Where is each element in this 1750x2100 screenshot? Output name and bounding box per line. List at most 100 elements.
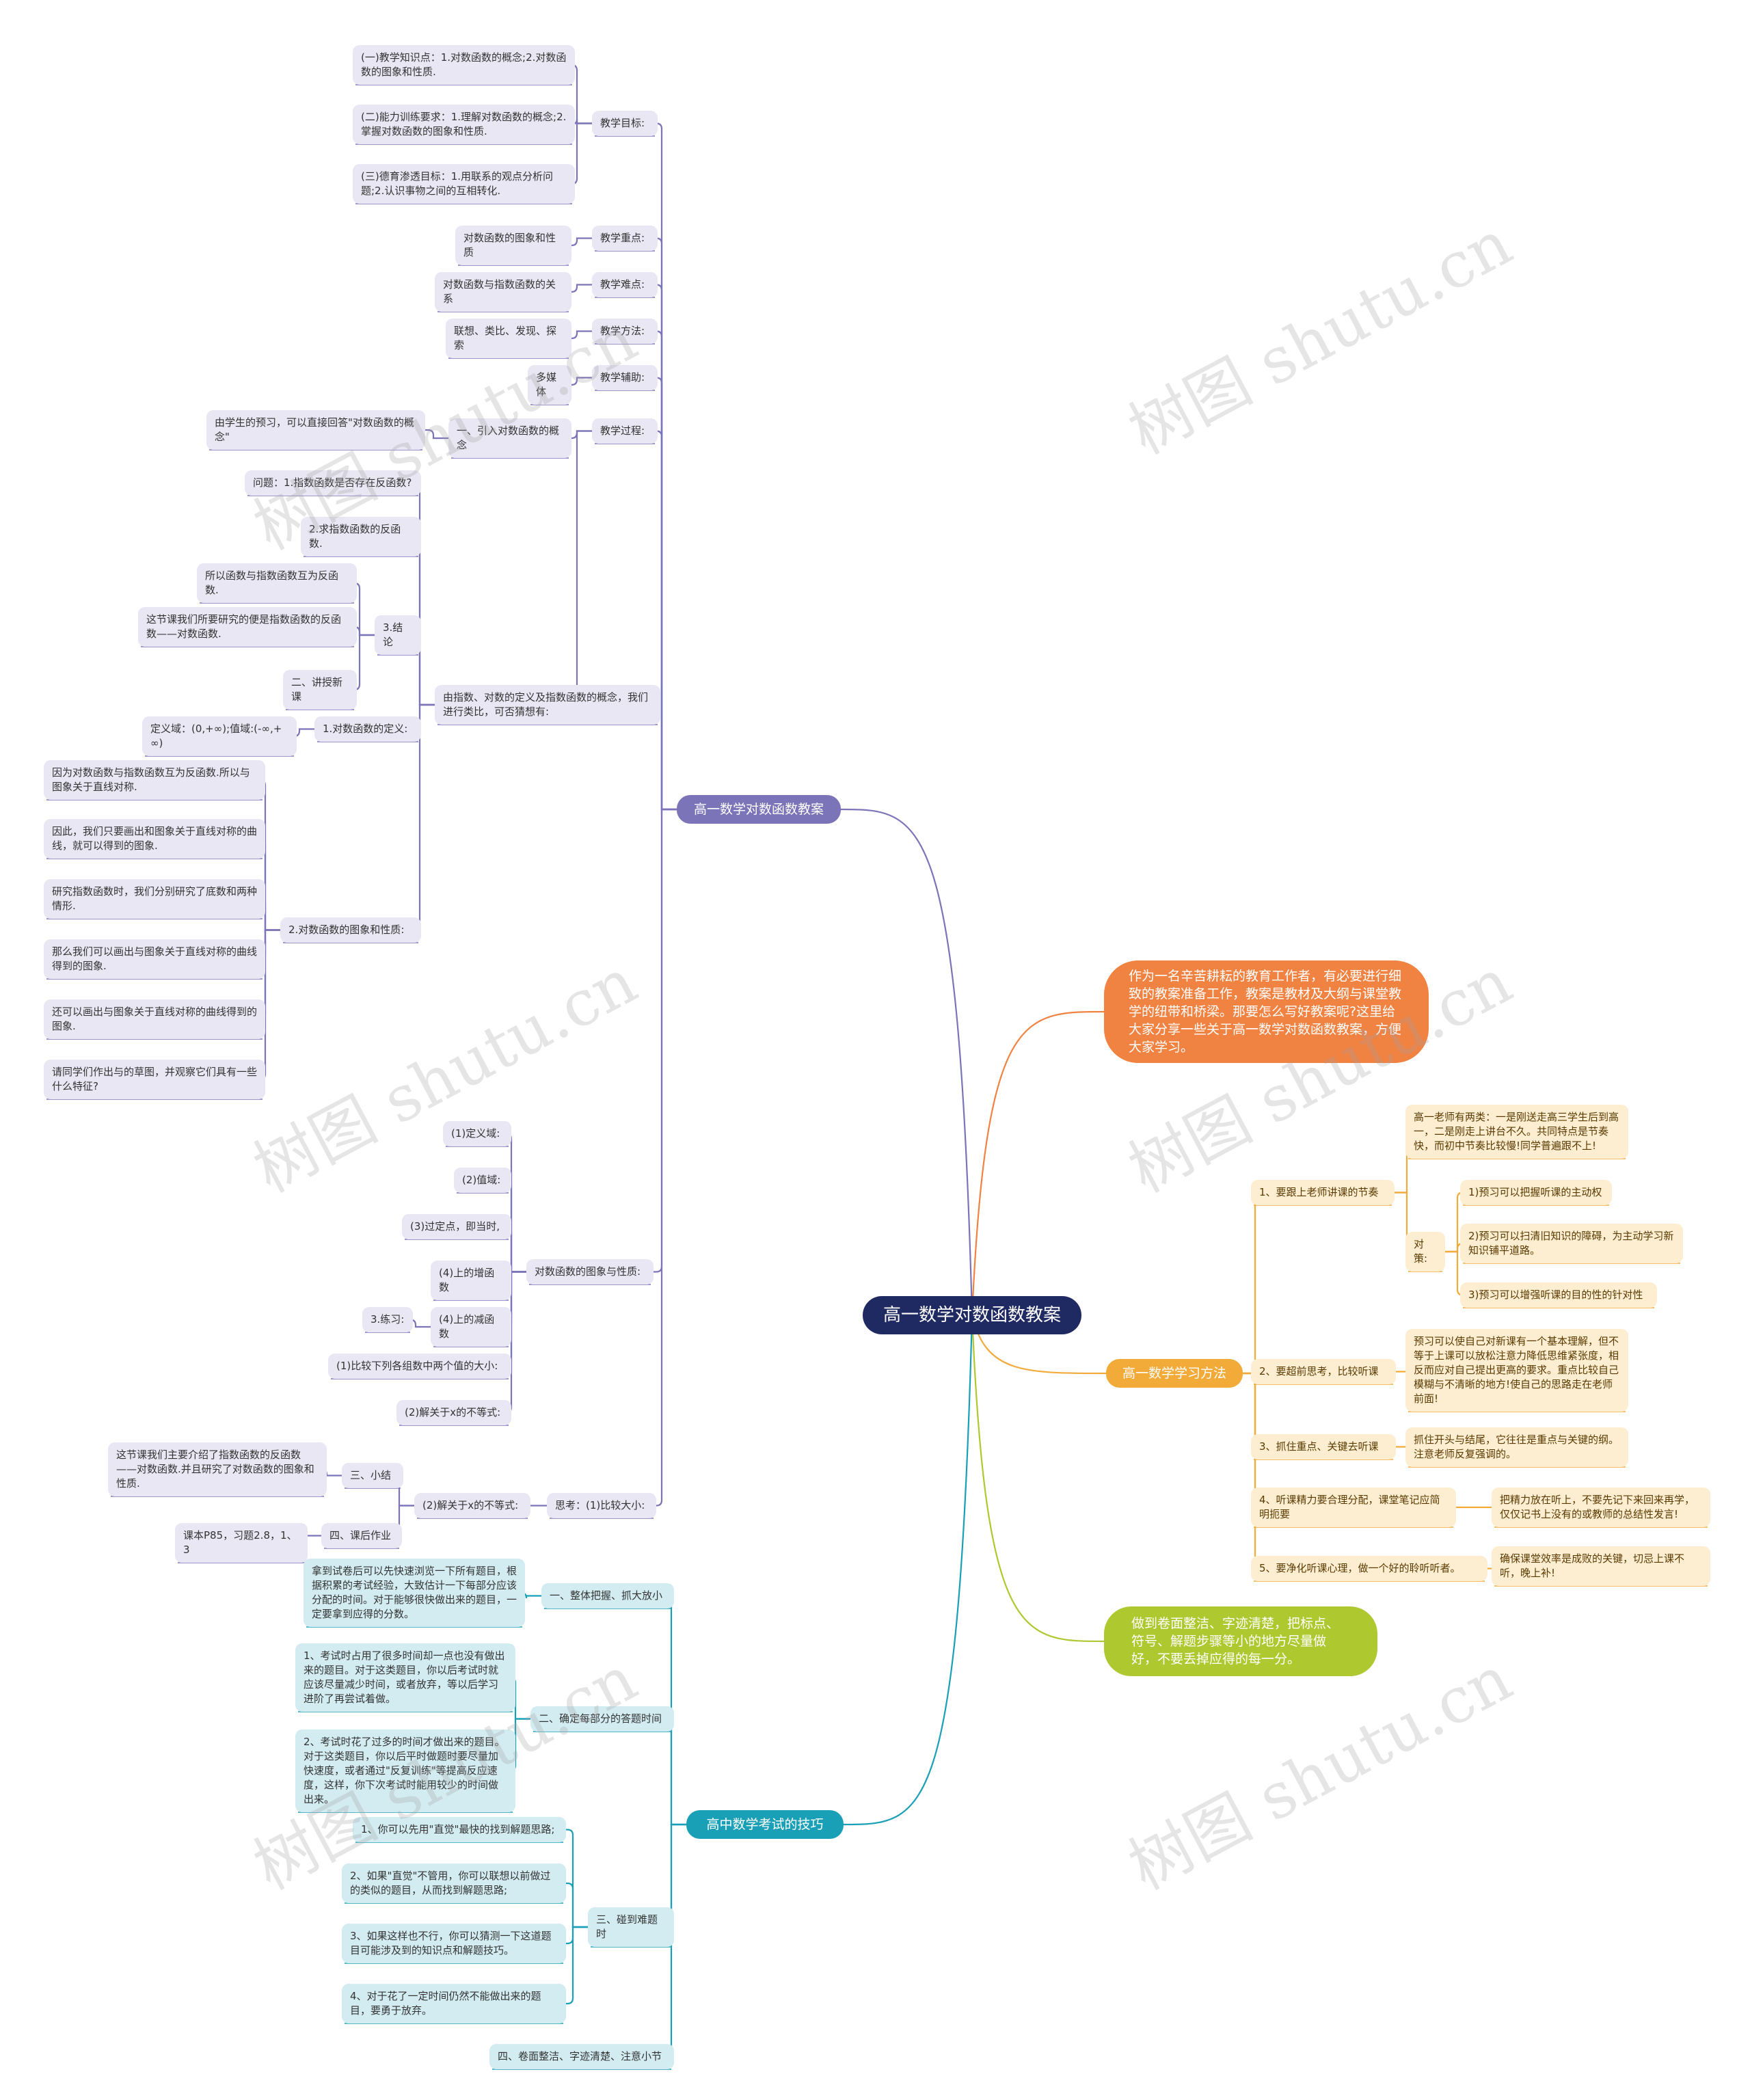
node-proc-2[interactable]: 由指数、对数的定义及指数函数的概念，我们进行类比，可否猜想有: <box>435 685 660 725</box>
node-s4-a[interactable]: 把精力放在听上，不要先记下来回来再学，仅仅记书上没有的或教师的总结性发言! <box>1492 1488 1710 1527</box>
node-root[interactable]: 高一数学对数函数教案 <box>863 1296 1081 1334</box>
connector-line <box>409 1319 431 1328</box>
node-study[interactable]: 高一数学学习方法 <box>1106 1359 1243 1388</box>
node-prop-6[interactable]: (1)比较下列各组数中两个值的大小: <box>328 1354 511 1379</box>
node-proc[interactable]: 教学过程: <box>592 418 658 444</box>
node-proc-1-v[interactable]: 由学生的预习，可以直接回答"对数函数的概念" <box>206 410 425 450</box>
connector-line <box>656 284 677 811</box>
node-graph-2[interactable]: 因此，我们只要画出和图象关于直线对称的曲线，就可以得到的图象. <box>44 819 265 859</box>
node-hw-v[interactable]: 课本P85，习题2.8，1、3 <box>175 1523 308 1563</box>
node-key[interactable]: 教学重点: <box>592 226 658 251</box>
node-s1-a[interactable]: 高一老师有两类：一是刚送走高三学生后到高一，二是刚走上讲台不久。共同特点是节奏快… <box>1405 1105 1628 1159</box>
node-graph-3[interactable]: 研究指数函数时，我们分别研究了底数和两种情形. <box>44 879 265 919</box>
node-diff-v[interactable]: 对数函数与指数函数的关系 <box>435 272 571 312</box>
node-aid-v[interactable]: 多媒体 <box>528 365 571 405</box>
node-s2-a[interactable]: 预习可以使自己对新课有一个基本理解，但不等于上课可以放松注意力降低思维紧张度，相… <box>1405 1329 1628 1412</box>
node-prop-7[interactable]: (2)解关于x的不等式: <box>396 1400 511 1425</box>
node-s5[interactable]: 5、要净化听课心理，做一个好的聆听听者。 <box>1251 1556 1488 1581</box>
node-prop-5[interactable]: (4)上的减函数 <box>431 1307 511 1347</box>
node-s1-b3[interactable]: 3)预习可以增强听课的目的性的针对性 <box>1460 1282 1657 1308</box>
node-e1[interactable]: 一、整体把握、抓大放小 <box>541 1583 674 1608</box>
node-e2-b[interactable]: 2、考试时花了过多的时间才做出来的题目。对于这类题目，你以后平时做题时要尽量加快… <box>295 1729 515 1812</box>
node-s5-a[interactable]: 确保课堂效率是成败的关键，切忌上课不听，晚上补! <box>1492 1546 1710 1586</box>
node-q1[interactable]: 问题：1.指数函数是否存在反函数? <box>245 470 421 496</box>
node-lesson[interactable]: 高一数学对数函数教案 <box>677 795 841 824</box>
node-prop-2[interactable]: (2)值域: <box>454 1168 511 1193</box>
connector-line <box>971 1010 1105 1316</box>
connector-line <box>566 1829 588 1928</box>
node-prop-5-v[interactable]: 3.练习: <box>362 1307 413 1332</box>
node-graph-1[interactable]: 因为对数函数与指数函数互为反函数.所以与图象关于直线对称. <box>44 760 265 800</box>
node-goal-1[interactable]: (一)教学知识点：1.对数函数的概念;2.对数函数的图象和性质. <box>353 45 575 85</box>
node-s1-b2[interactable]: 2)预习可以扫清旧知识的障碍，为主动学习新知识铺平道路。 <box>1460 1224 1683 1263</box>
node-think-1[interactable]: (2)解关于x的不等式: <box>414 1493 530 1518</box>
connector-line <box>505 1133 526 1273</box>
node-method-v[interactable]: 联想、类比、发现、探索 <box>446 319 571 358</box>
node-def-v[interactable]: 定义域：(0,+∞);值域:(-∞,+∞) <box>142 716 297 756</box>
connector-line <box>656 808 677 1507</box>
node-prop-1[interactable]: (1)定义域: <box>443 1121 511 1146</box>
node-goal-2[interactable]: (二)能力训练要求：1.理解对数函数的概念;2.掌握对数函数的图象和性质. <box>353 105 575 144</box>
connector-line <box>665 1718 686 1826</box>
node-q2[interactable]: 2.求指数函数的反函数. <box>301 517 421 556</box>
node-s3[interactable]: 3、抓住重点、关键去听课 <box>1251 1434 1396 1459</box>
node-e3-a[interactable]: 1、你可以先用"直觉"最快的找到解题思路; <box>353 1817 566 1842</box>
node-proc-1[interactable]: 一、引入对数函数的概念 <box>448 418 571 458</box>
connector-line <box>1243 1192 1261 1375</box>
node-s1[interactable]: 1、要跟上老师讲课的节奏 <box>1251 1180 1395 1205</box>
node-hw[interactable]: 四、课后作业 <box>321 1523 402 1548</box>
node-e2[interactable]: 二、确定每部分的答题时间 <box>530 1706 674 1732</box>
connector-line <box>571 430 660 706</box>
node-exam[interactable]: 高中数学考试的技巧 <box>686 1810 844 1839</box>
node-goal[interactable]: 教学目标: <box>592 111 658 136</box>
node-graph-6[interactable]: 请同学们作出与的草图，并观察它们具有一些什么特征? <box>44 1060 265 1099</box>
connector-line <box>293 728 314 738</box>
node-e3-b[interactable]: 2、如果"直觉"不管用，你可以联想以前做过的类似的题目，从而找到解题思路; <box>342 1863 566 1903</box>
node-sum[interactable]: 三、小结 <box>342 1463 403 1488</box>
node-prop[interactable]: 对数函数的图象与性质: <box>526 1259 654 1284</box>
connector-line <box>571 377 592 386</box>
node-q3-b[interactable]: 这节课我们所要研究的便是指数函数的反函数——对数函数. <box>138 607 357 647</box>
node-e4[interactable]: 四、卷面整洁、字迹清楚、注意小节 <box>489 2044 674 2069</box>
node-s1-b[interactable]: 对策: <box>1405 1232 1445 1271</box>
node-sum-v[interactable]: 这节课我们主要介绍了指数函数的反函数——对数函数.并且研究了对数函数的图象和性质… <box>108 1442 327 1496</box>
node-prop-3[interactable]: (3)过定点，即当时, <box>402 1214 511 1239</box>
node-aid[interactable]: 教学辅助: <box>592 365 658 390</box>
node-think[interactable]: 思考：(1)比较大小: <box>547 1493 656 1518</box>
connector-line <box>656 330 677 811</box>
node-neat[interactable]: 做到卷面整洁、字迹清楚，把标点、符号、解题步骤等小的地方尽量做好，不要丢掉应得的… <box>1104 1606 1377 1676</box>
node-prop-4[interactable]: (4)上的增函数 <box>431 1261 511 1300</box>
node-s4[interactable]: 4、听课精力要合理分配，课堂笔记应简明扼要 <box>1251 1488 1456 1527</box>
node-s1-b1[interactable]: 1)预习可以把握听课的主动权 <box>1460 1180 1612 1205</box>
node-intro[interactable]: 作为一名辛苦耕耘的教育工作者，有必要进行细致的教案准备工作，教案是教材及大纲与课… <box>1104 960 1429 1063</box>
node-diff[interactable]: 教学难点: <box>592 272 658 297</box>
connector-line <box>656 237 677 811</box>
connector-line <box>843 1315 973 1826</box>
node-e3-d[interactable]: 4、对于花了一定时间仍然不能做出来的题目，要勇于放弃。 <box>342 1984 566 2023</box>
connector-line <box>566 1926 588 1945</box>
node-q3[interactable]: 3.结论 <box>375 615 421 655</box>
node-graph[interactable]: 2.对数函数的图象和性质: <box>280 917 421 943</box>
connector-line <box>571 430 592 440</box>
connector-line <box>566 1926 588 2005</box>
connector-line <box>840 808 973 1316</box>
node-graph-5[interactable]: 还可以画出与图象关于直线对称的曲线得到的图象. <box>44 999 265 1039</box>
connector-line <box>654 808 677 1273</box>
node-e3[interactable]: 三、碰到难题时 <box>588 1907 674 1947</box>
node-goal-3[interactable]: (三)德育渗透目标：1.用联系的观点分析问题;2.认识事物之间的互相转化. <box>353 164 575 204</box>
node-e2-a[interactable]: 1、考试时占用了很多时间却一点也没有做出来的题目。对于这类题目，你以后考试时就应… <box>295 1643 515 1712</box>
node-q3-a[interactable]: 所以函数与指数函数互为反函数. <box>197 563 357 603</box>
node-q3-c[interactable]: 二、讲授新课 <box>283 670 357 710</box>
connector-line <box>566 1882 588 1928</box>
node-e3-c[interactable]: 3、如果这样也不行，你可以猜测一下这道题目可能涉及到的知识点和解题技巧。 <box>342 1924 566 1963</box>
node-def[interactable]: 1.对数函数的定义: <box>314 716 421 742</box>
node-s2[interactable]: 2、要超前思考，比较听课 <box>1251 1359 1396 1384</box>
node-key-v[interactable]: 对数函数的图象和性质 <box>455 226 571 265</box>
connector-line <box>414 482 435 706</box>
connector-line <box>353 634 375 691</box>
node-graph-4[interactable]: 那么我们可以画出与图象关于直线对称的曲线得到的图象. <box>44 939 265 979</box>
node-s3-a[interactable]: 抓住开头与结尾，它往往是重点与关键的纲。注意老师反复强调的。 <box>1405 1427 1628 1467</box>
node-e1-a[interactable]: 拿到试卷后可以先快速浏览一下所有题目，根据积累的考试经验，大致估计一下每部分应该… <box>304 1559 525 1627</box>
node-method[interactable]: 教学方法: <box>592 319 658 344</box>
